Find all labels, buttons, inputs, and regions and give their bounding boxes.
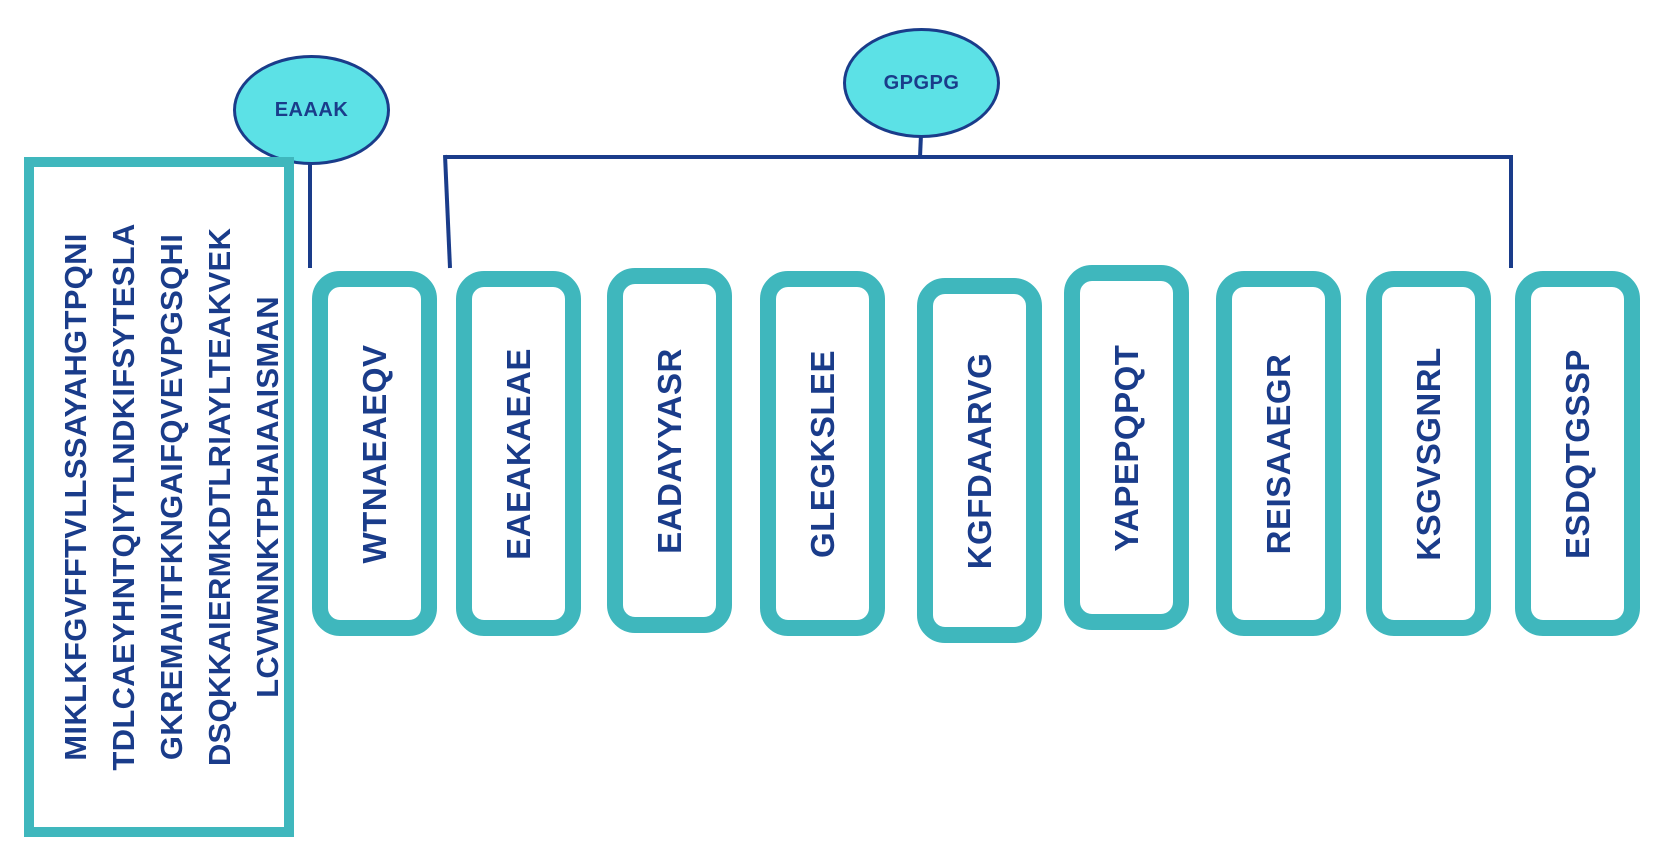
gpgpg-linker-oval: GPGPG: [843, 28, 1000, 138]
adjuvant-sequence-line: TDLCAEYHNTQIYTLNDKIFSYTESLA: [106, 223, 141, 771]
epitope-box: KGFDAARVG: [917, 278, 1042, 643]
epitope-label: KSGVSGNRL: [1409, 346, 1447, 561]
epitope-label: WTNAEAEQV: [355, 344, 393, 563]
eaaak-linker-oval: EAAAK: [233, 55, 390, 165]
epitope-label: ESDQTGSSP: [1558, 348, 1596, 559]
adjuvant-sequence-line: MIKLKFGVFFTVLLSSAYAHGTPQNI: [58, 233, 93, 761]
adjuvant-sequence-line: LCVWNNKTPHAIAAISMAN: [250, 296, 285, 698]
adjuvant-sequence-line: DSQKKAIERMKDTLRIAYLTEAKVEK: [202, 227, 237, 767]
eaaak-linker-label: EAAAK: [274, 98, 349, 121]
epitope-label: GLEGKSLEE: [803, 349, 841, 558]
epitope-label: YAPEPQPQT: [1107, 344, 1145, 551]
epitope-box: WTNAEAEQV: [312, 271, 437, 636]
epitope-box: ESDQTGSSP: [1515, 271, 1640, 636]
epitope-box: YAPEPQPQT: [1064, 265, 1189, 630]
epitope-box: KSGVSGNRL: [1366, 271, 1491, 636]
epitope-box: REISAAEGR: [1216, 271, 1341, 636]
gpgpg-linker-label: GPGPG: [883, 71, 960, 94]
adjuvant-sequence-box: MIKLKFGVFFTVLLSSAYAHGTPQNI TDLCAEYHNTQIY…: [24, 157, 294, 837]
epitope-box: GLEGKSLEE: [760, 271, 885, 636]
epitope-box: EAEAKAEAE: [456, 271, 581, 636]
epitope-label: KGFDAARVG: [960, 352, 998, 569]
gpgpg-bracket-left: [443, 154, 452, 269]
epitope-label: REISAAEGR: [1259, 353, 1297, 554]
epitope-box: EADAYYASR: [607, 268, 732, 633]
adjuvant-sequence-line: GKREMAIITFKNGAIFQVEVPGSQHI: [154, 233, 189, 761]
epitope-label: EAEAKAEAE: [499, 347, 537, 560]
epitope-label: EADAYYASR: [650, 347, 688, 554]
